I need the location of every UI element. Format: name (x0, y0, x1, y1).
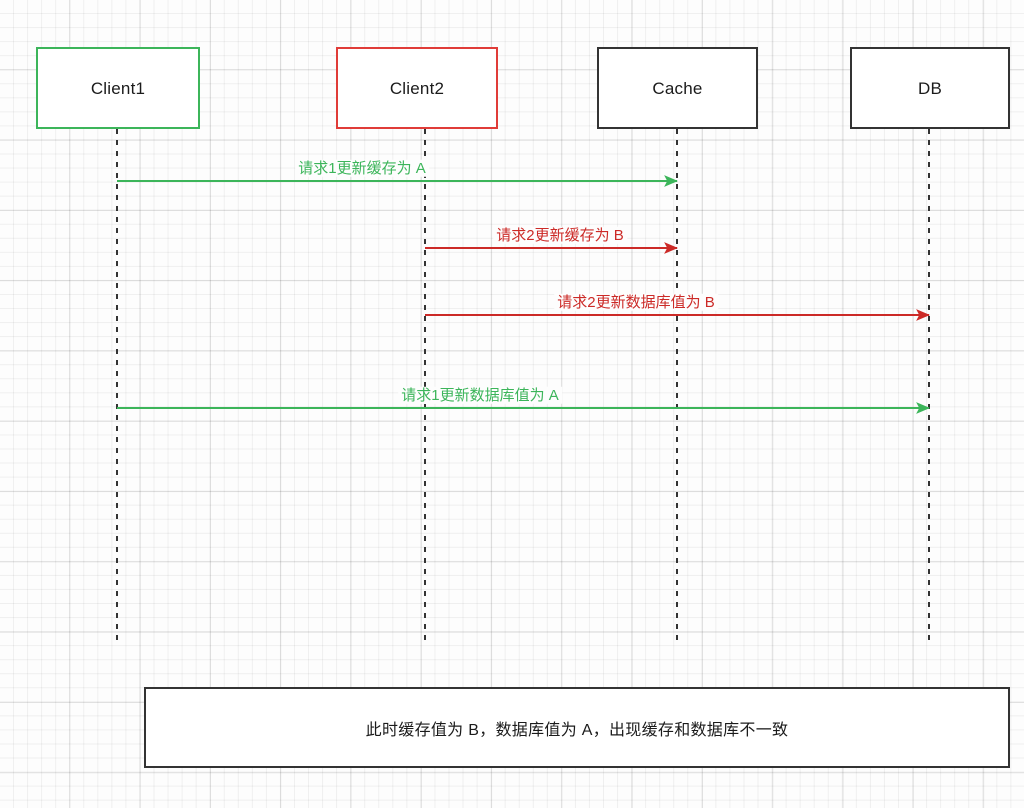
participant-box-client1[interactable]: Client1 (36, 47, 200, 129)
participant-box-db[interactable]: DB (850, 47, 1010, 129)
participant-label: Client2 (389, 78, 445, 98)
message-label-2: 请求2更新缓存为 B (493, 226, 627, 244)
participant-box-client2[interactable]: Client2 (336, 47, 498, 129)
message-label-3: 请求2更新数据库值为 B (554, 293, 718, 311)
message-arrows-group (117, 175, 931, 414)
participant-label: Cache (652, 78, 703, 98)
message-label-1: 请求1更新缓存为 A (295, 159, 429, 177)
note-text: 此时缓存值为 B，数据库值为 A，出现缓存和数据库不一致 (365, 721, 789, 739)
participant-box-cache[interactable]: Cache (597, 47, 758, 129)
participant-label: Client1 (90, 78, 146, 98)
message-label-4: 请求1更新数据库值为 A (398, 386, 562, 404)
note-box: 此时缓存值为 B，数据库值为 A，出现缓存和数据库不一致 (144, 687, 1010, 768)
participant-label: DB (917, 78, 943, 98)
